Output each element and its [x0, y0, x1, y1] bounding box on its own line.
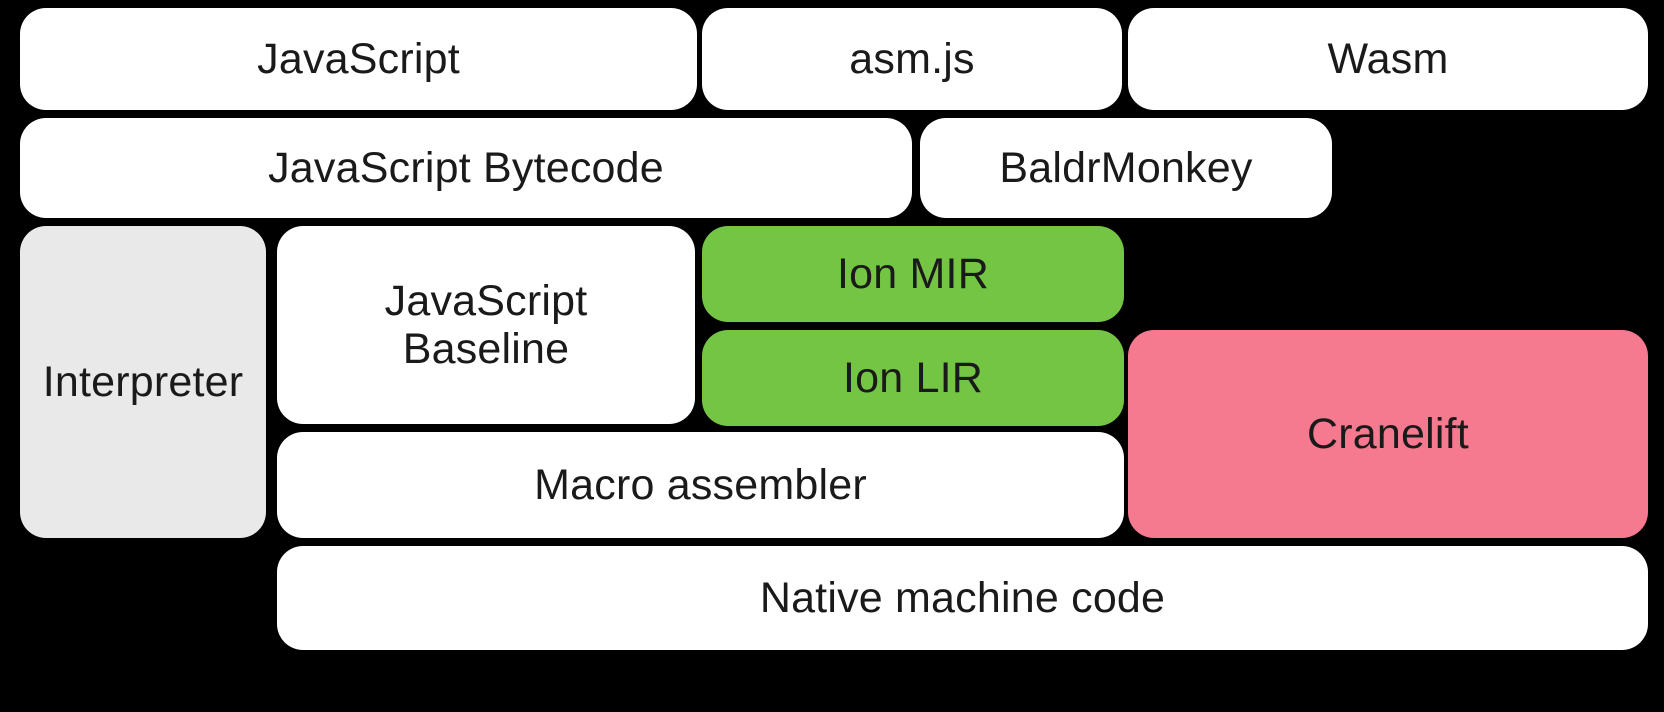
- node-javascript-bytecode[interactable]: JavaScript Bytecode: [20, 118, 912, 218]
- node-interpreter[interactable]: Interpreter: [20, 226, 266, 538]
- node-wasm[interactable]: Wasm: [1128, 8, 1648, 110]
- node-baldrmonkey[interactable]: BaldrMonkey: [920, 118, 1332, 218]
- node-cranelift[interactable]: Cranelift: [1128, 330, 1648, 538]
- node-javascript[interactable]: JavaScript: [20, 8, 697, 110]
- node-asmjs[interactable]: asm.js: [702, 8, 1122, 110]
- node-ion-lir[interactable]: Ion LIR: [702, 330, 1124, 426]
- node-javascript-baseline[interactable]: JavaScript Baseline: [277, 226, 695, 424]
- node-ion-mir[interactable]: Ion MIR: [702, 226, 1124, 322]
- node-macro-assembler[interactable]: Macro assembler: [277, 432, 1124, 538]
- node-native-machine-code[interactable]: Native machine code: [277, 546, 1648, 650]
